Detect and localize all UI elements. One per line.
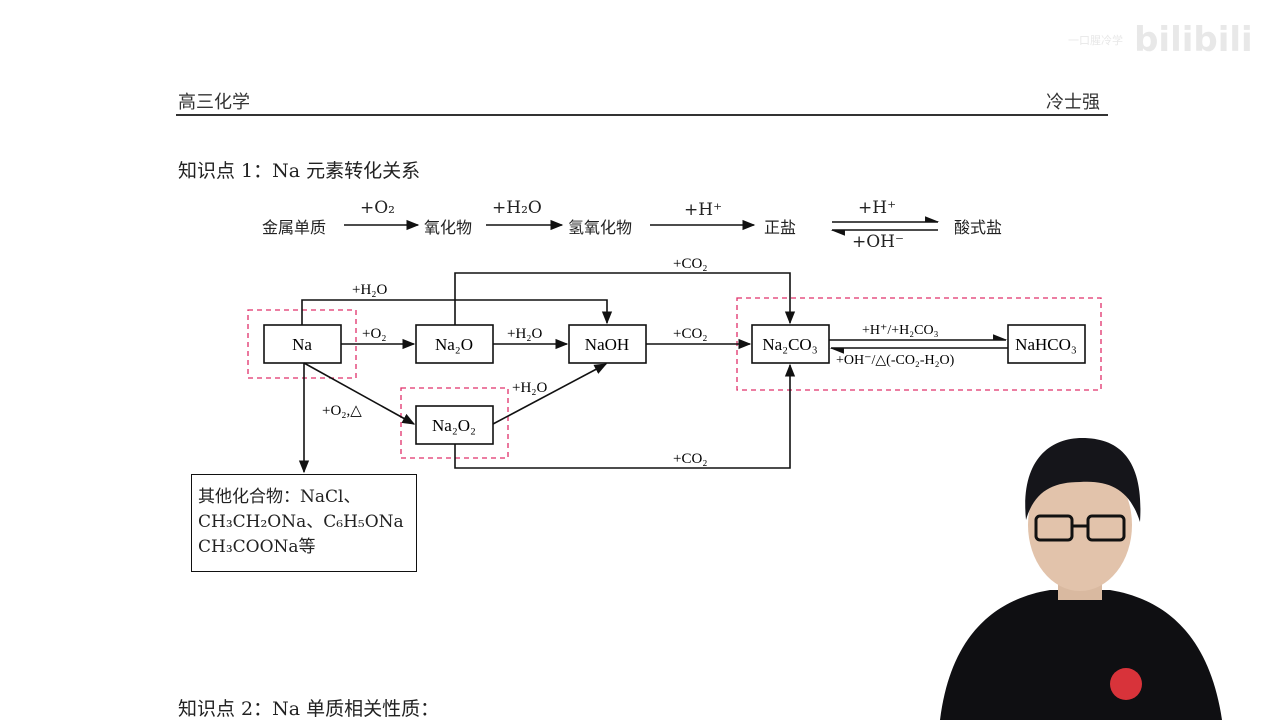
other-line-1: 其他化合物：NaCl、 (198, 487, 361, 507)
flow-oxide: 氧化物 (424, 218, 473, 237)
flow-label-h: +H⁺ (684, 200, 723, 220)
other-compounds-box: 其他化合物：NaCl、 CH₃CH₂ONa、C₆H₅ONa CH₃COONa等 (191, 474, 417, 572)
flow-label-o2: +O₂ (360, 198, 395, 218)
arrow-na2o2-naoh (492, 363, 608, 425)
node-naoh-box (568, 324, 647, 364)
node-naoh: NaOH (585, 335, 629, 354)
flow-label-h-top: +H⁺ (858, 198, 897, 218)
label-co2-top: +CO₂ (673, 256, 708, 272)
flow-metal: 金属单质 (262, 218, 327, 237)
node-na2co3-box (751, 324, 830, 364)
label-h2o-diag: +H₂O (512, 380, 548, 396)
flow-acid-salt: 酸式盐 (954, 218, 1003, 237)
label-o2: +O₂ (362, 326, 387, 342)
teacher-name: 冷士强 (1046, 92, 1100, 113)
node-na2o-box (415, 324, 494, 364)
label-h2o-mid: +H₂O (507, 326, 543, 342)
shirt-logo (1110, 668, 1142, 700)
flow-normal-salt: 正盐 (764, 218, 797, 237)
label-reverse: +OH⁻/△(-CO₂-H₂O) (836, 353, 955, 368)
presenter-shirt (940, 590, 1222, 720)
section-2-title: 知识点 2：Na 单质相关性质： (178, 698, 440, 720)
section-1-title: 知识点 1：Na 元素转化关系 (178, 160, 421, 182)
flow-label-h2o: +H₂O (492, 198, 542, 218)
glasses-left (1034, 514, 1074, 542)
watermark-small: 一口腥冷学 (1068, 34, 1123, 47)
label-co2-mid: +CO₂ (673, 326, 708, 342)
glasses-right (1086, 514, 1126, 542)
presenter-hair (1025, 438, 1141, 522)
node-nahco3-box (1007, 324, 1086, 364)
node-na2o: Na₂O (435, 335, 473, 354)
node-na2o2: Na₂O₂ (432, 416, 476, 435)
node-na: Na (292, 335, 312, 354)
subject-title: 高三化学 (178, 92, 250, 113)
label-co2-bottom: +CO₂ (673, 451, 708, 467)
flow-label-oh-bottom: +OH⁻ (852, 232, 904, 252)
label-h2o-top: +H₂O (352, 282, 388, 298)
header-rule (176, 114, 1108, 116)
arrow-na2o-na2co3-top (454, 272, 796, 325)
label-forward: +H⁺/+H₂CO₃ (862, 323, 939, 338)
arrow-na2o2-na2co3-bottom (454, 363, 796, 469)
node-nahco3: NaHCO₃ (1015, 335, 1077, 354)
presenter-video (940, 438, 1222, 720)
flow-hydroxide: 氢氧化物 (568, 218, 633, 237)
other-line-2: CH₃CH₂ONa、C₆H₅ONa (198, 512, 404, 532)
node-na2co3: Na₂CO₃ (762, 335, 817, 354)
bilibili-logo: bilibili (1134, 20, 1253, 60)
highlight-na2o2 (400, 387, 509, 459)
arrow-na-na2o2 (303, 362, 416, 425)
watermark: 一口腥冷学 bilibili (1068, 20, 1253, 60)
other-line-3: CH₃COONa等 (198, 537, 316, 557)
label-o2-heat: +O₂,△ (322, 403, 362, 419)
